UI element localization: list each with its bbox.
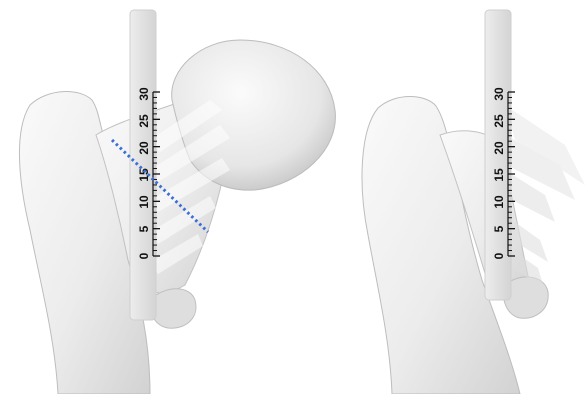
left-tick-label-30: 30 — [137, 87, 151, 101]
left-ruler-bar — [130, 10, 156, 320]
right-ruler: 0 5 10 15 20 25 30 — [485, 10, 515, 300]
right-tick-label-30: 30 — [492, 87, 506, 101]
left-tick-label-5: 5 — [137, 225, 151, 232]
left-tick-label-10: 10 — [137, 195, 151, 209]
left-panel: 0 5 10 15 20 25 30 — [19, 10, 335, 394]
left-ruler: 0 5 10 15 20 25 30 — [130, 10, 160, 320]
right-tick-label-0: 0 — [492, 252, 506, 259]
right-resection-planes — [505, 105, 585, 288]
right-tick-label-25: 25 — [492, 114, 506, 128]
left-tick-label-25: 25 — [137, 114, 151, 128]
left-lesser-trochanter — [150, 289, 196, 328]
right-tick-label-5: 5 — [492, 225, 506, 232]
left-tick-label-20: 20 — [137, 141, 151, 155]
right-tick-label-10: 10 — [492, 195, 506, 209]
right-tick-label-15: 15 — [492, 168, 506, 182]
right-tick-label-20: 20 — [492, 141, 506, 155]
left-tick-label-0: 0 — [137, 252, 151, 259]
right-panel: 0 5 10 15 20 25 30 — [362, 10, 585, 394]
